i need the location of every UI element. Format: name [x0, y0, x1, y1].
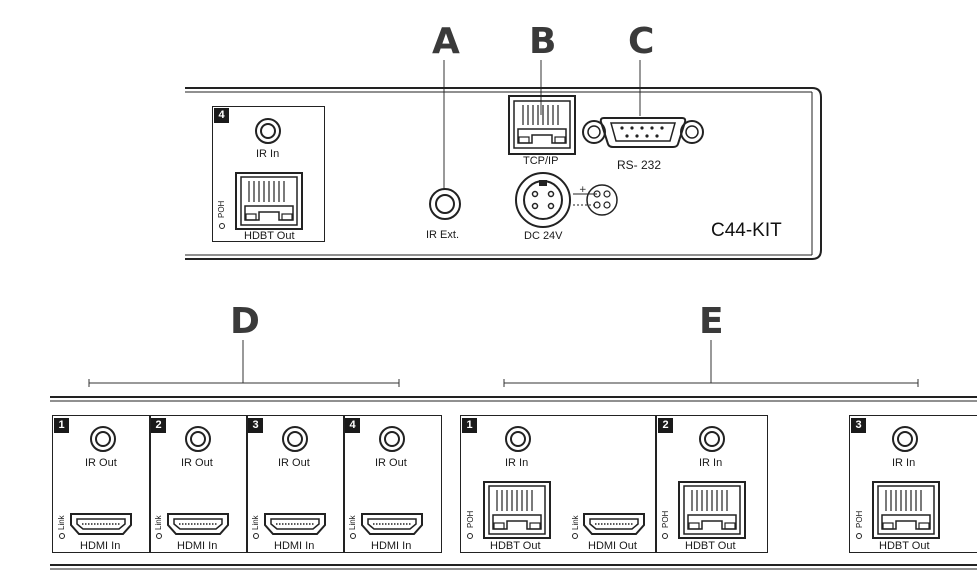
output-1-hdbt-out-port[interactable] — [483, 481, 551, 539]
input-1-ir-out-jack[interactable] — [89, 425, 117, 453]
input-4-number: 4 — [345, 418, 360, 433]
svg-text:+: + — [579, 185, 587, 195]
output-3-hdbt-label: HDBT Out — [879, 540, 930, 552]
input-3-hdmi-port[interactable] — [263, 512, 327, 536]
output-2-hdbt-label: HDBT Out — [685, 540, 736, 552]
input-3-hdmi-label: HDMI In — [274, 540, 315, 552]
input-2-ir-label: IR Out — [181, 457, 213, 469]
input-1-link-label: Link — [57, 515, 66, 530]
output-2-poh-label: POH — [661, 510, 670, 528]
output-1-hdbt-label: HDBT Out — [490, 540, 541, 552]
callout-e: E — [699, 301, 724, 342]
port4-module — [212, 106, 325, 242]
output-3-hdbt-out-port[interactable] — [872, 481, 940, 539]
input-3-number: 3 — [248, 418, 263, 433]
rs232-label: RS- 232 — [617, 158, 662, 172]
output-1-link-led-icon — [572, 533, 578, 539]
output-3-poh-label: POH — [855, 510, 864, 528]
output-1-poh-label: POH — [466, 510, 475, 528]
port4-ir-label: IR In — [256, 148, 280, 160]
rear-panel-outline — [185, 87, 822, 260]
output-3-module — [849, 415, 977, 553]
callout-c: C — [628, 21, 655, 62]
output-3-ir-in-jack[interactable] — [891, 425, 919, 453]
tcpip-label: TCP/IP — [523, 155, 559, 167]
input-2-link-led-icon — [156, 533, 162, 539]
output-2-number: 2 — [658, 418, 673, 433]
input-1-hdmi-label: HDMI In — [80, 540, 121, 552]
input-1-hdmi-port[interactable] — [69, 512, 133, 536]
input-3-link-led-icon — [253, 533, 259, 539]
output-1-ir-in-jack[interactable] — [504, 425, 532, 453]
input-4-hdmi-label: HDMI In — [371, 540, 412, 552]
dc-label: DC 24V — [524, 230, 563, 242]
input-2-hdmi-port[interactable] — [166, 512, 230, 536]
output-3-ir-label: IR In — [892, 457, 916, 469]
port4-poh-led-icon — [219, 223, 225, 229]
dc-power-port[interactable]: + — [513, 172, 623, 232]
callout-d: D — [230, 301, 260, 342]
output-3-poh-led-icon — [856, 533, 862, 539]
ir-ext-jack[interactable] — [428, 187, 462, 221]
output-1-hdmi-port[interactable] — [582, 512, 646, 536]
output-2-ir-in-jack[interactable] — [698, 425, 726, 453]
callout-b: B — [529, 21, 557, 62]
input-4-link-label: Link — [348, 515, 357, 530]
callout-a: A — [432, 21, 460, 62]
output-1-poh-led-icon — [467, 533, 473, 539]
port4-ir-in-jack[interactable] — [254, 117, 282, 145]
input-1-link-led-icon — [59, 533, 65, 539]
input-2-link-label: Link — [154, 515, 163, 530]
input-4-link-led-icon — [350, 533, 356, 539]
output-1-ir-label: IR In — [505, 457, 529, 469]
output-divider — [655, 415, 657, 553]
input-3-ir-label: IR Out — [278, 457, 310, 469]
input-1-number: 1 — [54, 418, 69, 433]
port4-hdbt-out-port[interactable] — [235, 172, 303, 230]
input-2-ir-out-jack[interactable] — [184, 425, 212, 453]
port4-hdbt-label: HDBT Out — [244, 230, 295, 242]
tcpip-port[interactable] — [508, 95, 576, 155]
rs232-port[interactable] — [582, 112, 704, 152]
input-1-ir-label: IR Out — [85, 457, 117, 469]
output-3-number: 3 — [851, 418, 866, 433]
input-4-ir-label: IR Out — [375, 457, 407, 469]
output-2-poh-led-icon — [662, 533, 668, 539]
output-1-link-label: Link — [571, 515, 580, 530]
output-2-ir-label: IR In — [699, 457, 723, 469]
input-3-ir-out-jack[interactable] — [281, 425, 309, 453]
model-name: C44-KIT — [711, 220, 782, 241]
input-2-number: 2 — [151, 418, 166, 433]
output-1-hdmi-label: HDMI Out — [588, 540, 637, 552]
port4-number: 4 — [214, 108, 229, 123]
input-3-link-label: Link — [251, 515, 260, 530]
input-4-hdmi-port[interactable] — [360, 512, 424, 536]
output-1-number: 1 — [462, 418, 477, 433]
output-group-1-2 — [460, 415, 768, 553]
output-2-hdbt-out-port[interactable] — [678, 481, 746, 539]
ir-ext-label: IR Ext. — [426, 229, 460, 241]
input-4-ir-out-jack[interactable] — [378, 425, 406, 453]
input-2-hdmi-label: HDMI In — [177, 540, 218, 552]
